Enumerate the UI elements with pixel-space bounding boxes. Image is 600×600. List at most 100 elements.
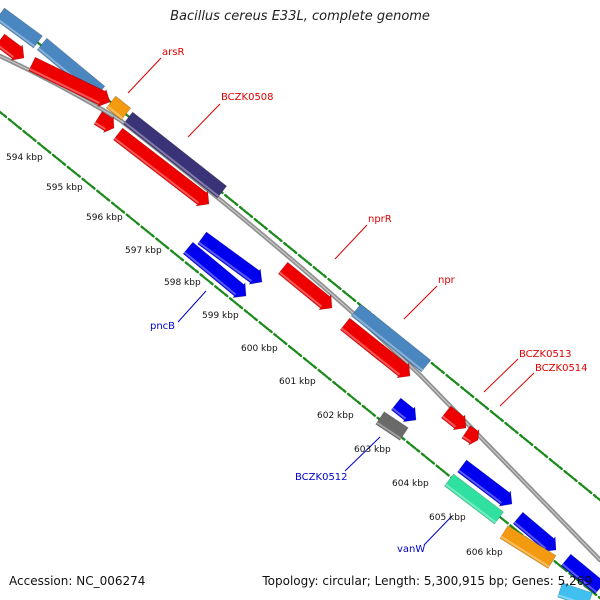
outer-tick-line-tick [356, 301, 362, 307]
outer-tick-line-tick [592, 493, 598, 499]
outer-tick-line-tick [292, 249, 298, 255]
inner-tick-line-tick [557, 563, 565, 570]
outer-tick-line-tick [558, 465, 563, 471]
inner-tick-line-tick [169, 249, 175, 254]
inner-tick-line-tick [202, 276, 211, 283]
cog-box-green [444, 473, 504, 525]
inner-tick-line-tick [223, 293, 229, 298]
cds-top-red-highlight [0, 45, 15, 58]
cog-box-green-highlight [445, 483, 497, 524]
cds-bczk0513 [440, 405, 467, 431]
inner-tick-line-tick [173, 252, 181, 259]
cds-pncB-lower-highlight [183, 251, 237, 296]
cds-forward-a-highlight [458, 469, 503, 504]
inner-tick-line-tick [184, 261, 190, 266]
callout-bczk0512 [344, 436, 381, 472]
outer-tick-line-tick [566, 472, 575, 480]
callout-bczk0508 [187, 103, 221, 138]
inner-tick-line-tick [312, 364, 318, 370]
outer-tick-line-tick [596, 496, 600, 502]
outer-tick-line-tick [297, 253, 303, 259]
outer-tick-line-tick [283, 241, 288, 247]
inner-tick-line-tick [194, 269, 200, 274]
cds-nprR-highlight [278, 271, 323, 308]
outer-tick-line-tick [253, 217, 259, 223]
inner-tick-line-tick [335, 383, 343, 390]
outer-tick-line-tick [581, 484, 589, 492]
inner-tick-line-tick [258, 321, 263, 326]
inner-tick-line-tick [150, 233, 155, 238]
inner-tick-line-tick [592, 591, 598, 597]
cog-box-top [0, 7, 43, 49]
inner-tick-line-tick [420, 452, 426, 457]
inner-tick-line-tick [214, 285, 219, 290]
outer-tick-line-tick [257, 220, 265, 228]
inner-tick-line-tick [586, 586, 594, 594]
cds-pncB-lower [182, 241, 247, 298]
kbp-label-605: 605 kbp [429, 513, 466, 523]
outer-tick-line-tick [307, 261, 313, 267]
outer-tick-line-tick [330, 280, 339, 288]
inner-tick-line-tick [563, 568, 568, 573]
inner-tick-line-tick [291, 347, 299, 355]
inner-tick-line-tick [232, 300, 240, 307]
inner-tick-line-tick [155, 237, 160, 242]
kbp-label-604: 604 kbp [392, 479, 429, 489]
cds-pncB-upper-highlight [198, 241, 253, 282]
outer-tick-line-tick [493, 412, 501, 420]
outer-tick-line-tick [578, 481, 583, 487]
outer-tick-line-tick [351, 297, 357, 303]
outer-tick-line-tick [248, 213, 254, 219]
inner-tick-line-tick [439, 467, 447, 474]
outer-tick-line-tick [342, 289, 347, 295]
cds-bczk0508-highlight [114, 137, 200, 204]
outer-tick-line-tick [301, 256, 309, 264]
inner-tick-line-tick [7, 117, 13, 123]
cds-npr-highlight [340, 327, 401, 376]
inner-tick-line-tick [25, 132, 34, 140]
inner-tick-line-tick [46, 149, 52, 154]
outer-tick-line-tick [316, 268, 324, 276]
inner-tick-line-tick [261, 324, 270, 331]
callout-vanW [423, 515, 453, 546]
outer-tick-line-tick [242, 208, 250, 216]
cds-small-red [93, 111, 115, 134]
inner-tick-line-tick [409, 443, 417, 450]
outer-tick-line-tick [278, 237, 283, 243]
outer-tick-line-tick [528, 441, 534, 447]
inner-tick-line-tick [306, 359, 314, 367]
cds-bczk0514-highlight [462, 435, 472, 443]
genome-summary-text: Topology: circular; Length: 5,300,915 bp… [262, 574, 592, 588]
cds-bczk0512 [390, 397, 417, 423]
inner-tick-line-tick [356, 400, 362, 405]
kbp-label-598: 598 kbp [164, 278, 201, 288]
outer-tick-line-tick [533, 445, 539, 451]
outer-tick-line-tick [455, 381, 460, 387]
inner-tick-line-tick [578, 579, 583, 585]
cds-nprR [277, 261, 333, 311]
inner-tick-line-tick [0, 110, 4, 116]
inner-tick-line-tick [22, 129, 27, 134]
inner-tick-line-tick [332, 380, 337, 385]
outer-tick-line-tick [440, 369, 445, 375]
outer-tick-line-tick [430, 361, 436, 367]
inner-tick-line-tick [17, 125, 22, 131]
gene-label-arsR: arsR [162, 47, 184, 58]
inner-tick-line-tick [11, 120, 19, 128]
kbp-label-603: 603 kbp [354, 445, 391, 455]
gene-label-bczk0514: BCZK0514 [535, 363, 588, 374]
outer-tick-line-tick [563, 469, 568, 475]
cog-box-bczk0508-highlight [123, 121, 220, 198]
outer-tick-line-tick [224, 193, 229, 199]
cds-arsR [28, 56, 111, 108]
outer-tick-line-tick [233, 201, 239, 207]
inner-tick-line-tick [424, 455, 432, 462]
inner-tick-line-tick [217, 288, 225, 295]
outer-tick-line-tick [337, 285, 342, 291]
inner-tick-line-tick [61, 161, 67, 166]
outer-tick-line-tick [489, 409, 495, 415]
inner-tick-line-tick [287, 344, 293, 350]
outer-tick-line-tick [504, 421, 509, 427]
inner-tick-line-tick [143, 228, 152, 235]
